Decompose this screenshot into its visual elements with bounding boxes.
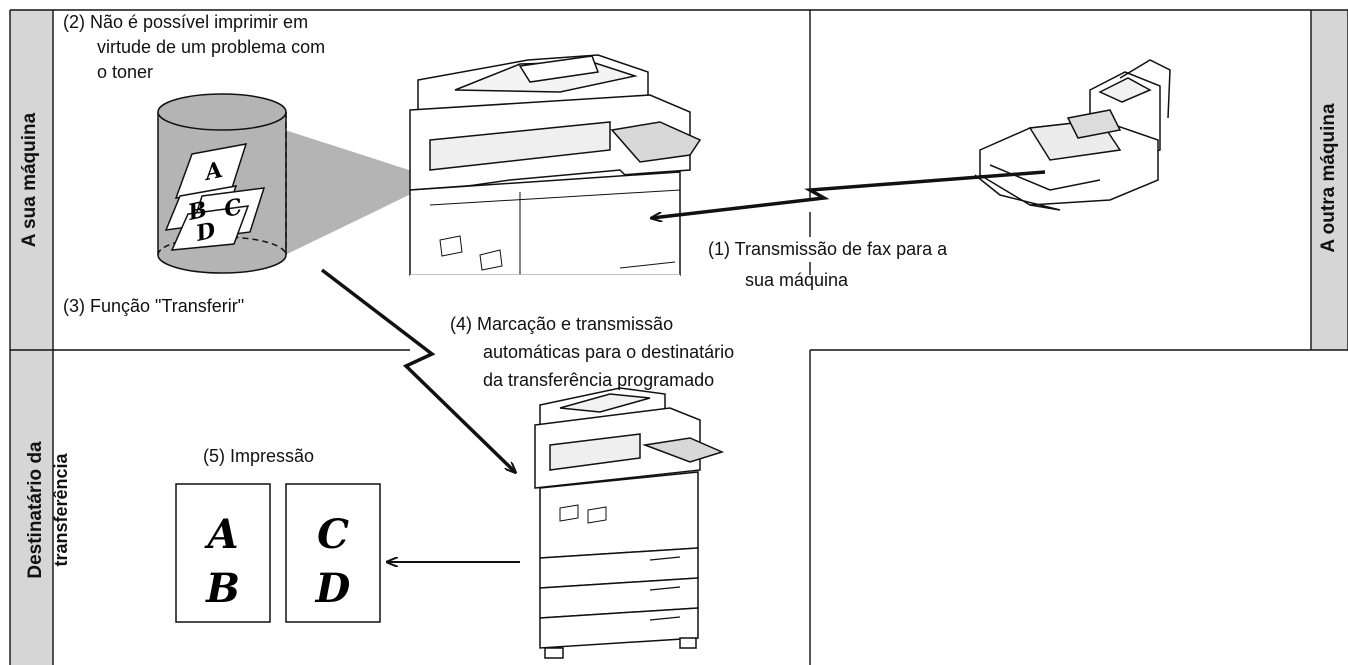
caption-step2-line3: o toner <box>97 62 154 82</box>
caption-step4-line3: da transferência programado <box>483 370 715 390</box>
destination-copier-illustration <box>534 387 725 659</box>
frame-lines <box>9 9 1348 665</box>
caption-step4-line2: automáticas para o destinatário <box>483 340 735 365</box>
side-bar-your-machine <box>10 10 53 350</box>
other-machine-fax-illustration <box>974 59 1171 211</box>
caption-step1-line2: sua máquina <box>745 270 849 290</box>
memory-page-2 <box>170 187 266 251</box>
printed-letter-a: A <box>203 511 238 558</box>
caption-step3: (3) Função "Transferir" <box>63 296 245 316</box>
your-machine-copier-illustration <box>409 54 702 278</box>
printed-letter-b: B <box>205 565 240 612</box>
side-bar-other-machine <box>1311 10 1348 350</box>
caption-step2-line2: virtude de um problema com <box>97 37 326 57</box>
memory-cylinder: A B C D <box>157 93 440 274</box>
caption-step2-line1: (2) Não é possível imprimir em <box>63 12 309 32</box>
memory-letter-c: C <box>222 194 245 223</box>
printed-letter-c: C <box>317 511 349 558</box>
printed-letter-d: D <box>315 565 351 612</box>
caption-step5: (5) Impressão <box>203 446 315 466</box>
caption-step1-line1: (1) Transmissão de fax para a <box>708 237 948 262</box>
caption-step4-line1: (4) Marcação e transmissão <box>450 314 674 334</box>
printed-page-left: A B <box>175 483 271 623</box>
printed-page-right: C D <box>285 483 381 623</box>
fax-transmission-arrow <box>652 170 1046 218</box>
forward-transmission-arrow <box>320 268 515 472</box>
side-bar-destination <box>10 350 53 665</box>
